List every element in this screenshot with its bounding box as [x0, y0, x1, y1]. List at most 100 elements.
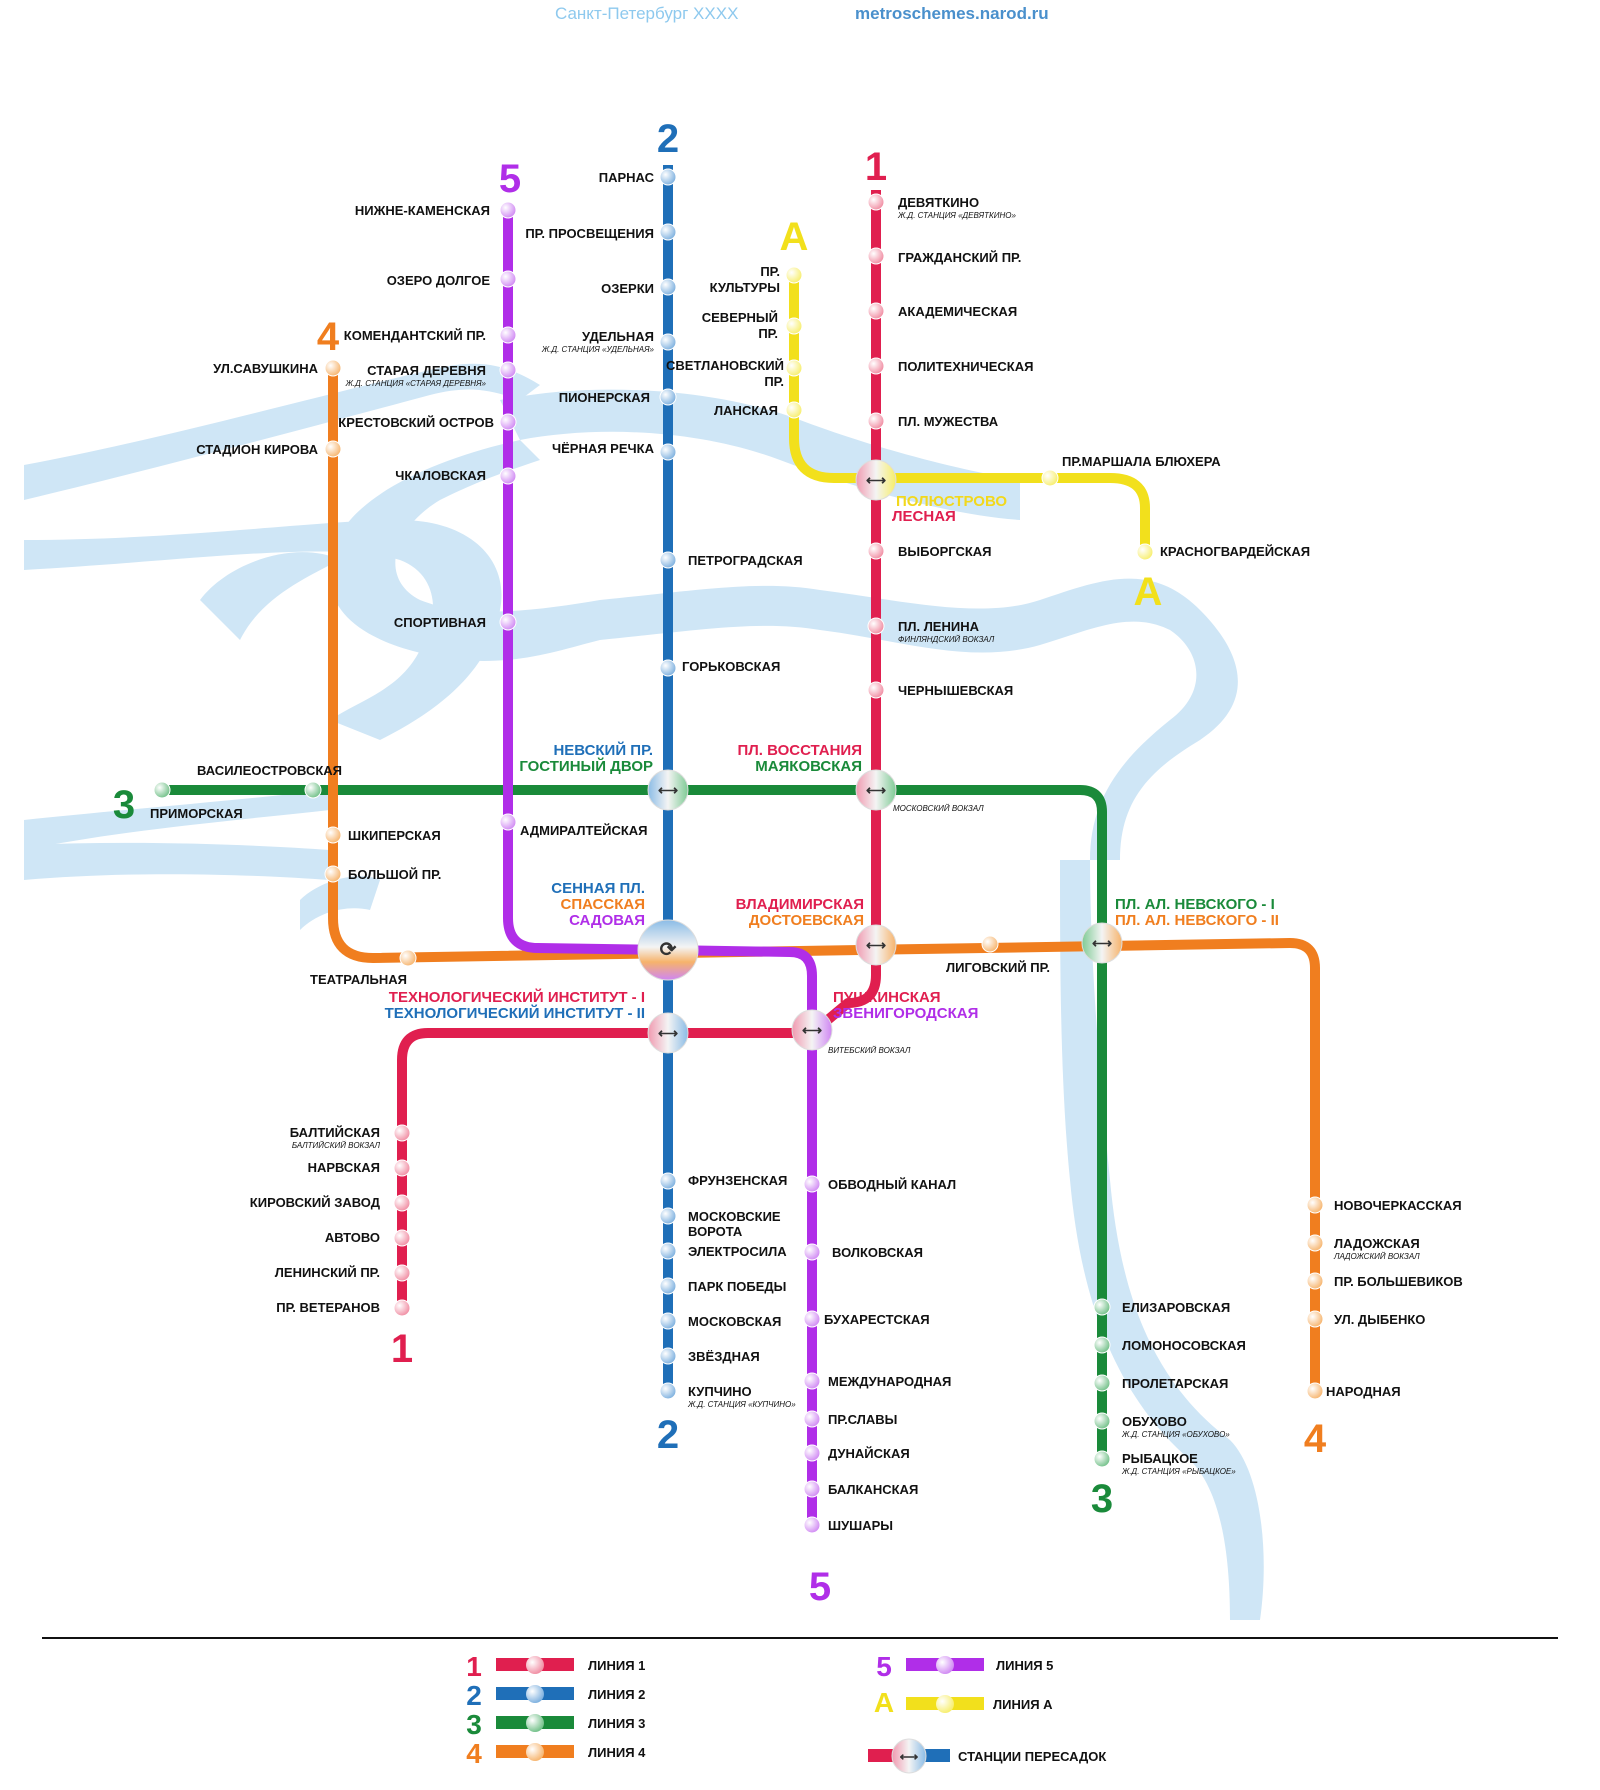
interchange-polyustrovo[interactable]: ⟷	[855, 459, 897, 501]
label-narvskaya: НАРВСКАЯ	[308, 1160, 380, 1175]
station-dot-dybenko[interactable]	[1306, 1310, 1324, 1328]
label-devyatkino-sub: Ж.Д. СТАНЦИЯ «ДЕВЯТКИНО»	[897, 211, 1016, 220]
station-dot-krestovsky[interactable]	[499, 413, 517, 431]
station-dot-ladozhskaya[interactable]	[1306, 1234, 1324, 1252]
station-dot-lomonosovskaya[interactable]	[1093, 1336, 1111, 1354]
station-dot-primorskaya[interactable]	[153, 781, 171, 799]
station-dot-politekh[interactable]	[867, 357, 885, 375]
station-dot-bolshoy[interactable]	[324, 865, 342, 883]
station-dot-severny[interactable]	[785, 317, 803, 335]
station-dot-bukharestskaya[interactable]	[803, 1310, 821, 1328]
interchange-gostiny[interactable]: ⟷	[647, 769, 689, 811]
svg-text:⟷: ⟷	[866, 472, 886, 488]
label-severny-2: ПР.	[758, 326, 778, 341]
station-dot-gorkovskaya[interactable]	[659, 659, 677, 677]
station-dot-avtovo[interactable]	[393, 1229, 411, 1247]
station-dot-chernyshevskaya[interactable]	[867, 681, 885, 699]
legend-num-2: 2	[466, 1680, 482, 1711]
station-dot-svetlanovsky[interactable]	[785, 359, 803, 377]
station-dot-frunzenskaya[interactable]	[659, 1172, 677, 1190]
station-dot-lanskaya[interactable]	[785, 401, 803, 419]
interchange-tekhnologichesky[interactable]: ⟷	[647, 1012, 689, 1054]
station-dot-pionerskaya[interactable]	[659, 388, 677, 406]
station-dot-petrogradskaya[interactable]	[659, 551, 677, 569]
label-balkanskaya: БАЛКАНСКАЯ	[828, 1482, 918, 1497]
station-dots	[153, 168, 1324, 1534]
station-dot-elektrosila[interactable]	[659, 1242, 677, 1260]
interchange-vladimirskaya[interactable]: ⟷	[855, 924, 897, 966]
station-dot-akademicheskaya[interactable]	[867, 302, 885, 320]
station-dot-nizhne[interactable]	[499, 201, 517, 219]
interchange-labels: НЕВСКИЙ ПР. ГОСТИНЫЙ ДВОР ПЛ. ВОССТАНИЯ …	[385, 493, 1279, 1022]
station-dot-vasileostrovskaya[interactable]	[304, 781, 322, 799]
station-dot-muzhestva[interactable]	[867, 412, 885, 430]
station-dot-parnas[interactable]	[659, 168, 677, 186]
station-dot-stadion[interactable]	[324, 440, 342, 458]
station-dot-prosvescheniya[interactable]	[659, 223, 677, 241]
label-ozerki: ОЗЕРКИ	[601, 281, 654, 296]
label-veteranov: ПР. ВЕТЕРАНОВ	[276, 1300, 380, 1315]
station-dot-chkalovskaya[interactable]	[499, 467, 517, 485]
station-dot-narvskaya[interactable]	[393, 1159, 411, 1177]
station-dot-rybatskoe[interactable]	[1093, 1450, 1111, 1468]
station-dot-mosk-vorota[interactable]	[659, 1207, 677, 1225]
interchange-sennaya[interactable]: ⟳	[637, 919, 699, 981]
site-link[interactable]: metroschemes.narod.ru	[855, 4, 1049, 23]
station-dot-ozero[interactable]	[499, 270, 517, 288]
station-dot-blyukhera[interactable]	[1041, 469, 1059, 487]
label-lesnaya: ЛЕСНАЯ	[892, 508, 956, 525]
label-obukhovo-sub: Ж.Д. СТАНЦИЯ «ОБУХОВО»	[1121, 1430, 1230, 1439]
label-devyatkino: ДЕВЯТКИНО	[898, 195, 979, 210]
label-volkovskaya: ВОЛКОВСКАЯ	[832, 1245, 923, 1260]
label-rybatskoe-sub: Ж.Д. СТАНЦИЯ «РЫБАЦКОЕ»	[1121, 1467, 1236, 1476]
station-dot-dunayskaya[interactable]	[803, 1444, 821, 1462]
station-dot-novocherkasskaya[interactable]	[1306, 1196, 1324, 1214]
label-sportivnaya: СПОРТИВНАЯ	[394, 615, 486, 630]
station-dot-komendantsky[interactable]	[499, 326, 517, 344]
station-dot-udelnaya[interactable]	[659, 333, 677, 351]
station-dot-devyatkino[interactable]	[867, 193, 885, 211]
station-dot-ligovsky[interactable]	[981, 935, 999, 953]
station-dot-obvodny[interactable]	[803, 1175, 821, 1193]
station-dot-shushary[interactable]	[803, 1516, 821, 1534]
label-krestovsky: КРЕСТОВСКИЙ ОСТРОВ	[338, 415, 494, 430]
station-dot-kirovsky[interactable]	[393, 1194, 411, 1212]
label-politekh: ПОЛИТЕХНИЧЕСКАЯ	[898, 359, 1033, 374]
station-dot-obukhovo[interactable]	[1093, 1412, 1111, 1430]
station-dot-bolshevikov[interactable]	[1306, 1272, 1324, 1290]
station-dot-chernaya[interactable]	[659, 443, 677, 461]
station-dot-moskovskaya[interactable]	[659, 1312, 677, 1330]
station-dot-zvezdnaya[interactable]	[659, 1347, 677, 1365]
station-dot-slavy[interactable]	[803, 1410, 821, 1428]
station-dot-shkiperskaya[interactable]	[324, 826, 342, 844]
station-dot-kultury[interactable]	[785, 266, 803, 284]
legend-dot-2	[526, 1685, 544, 1703]
station-dot-krasnogvardeyskaya[interactable]	[1136, 543, 1154, 561]
station-dot-savushkina[interactable]	[324, 359, 342, 377]
station-dot-baltiyskaya[interactable]	[393, 1124, 411, 1142]
station-dot-admiralteyskaya[interactable]	[499, 813, 517, 831]
station-dot-leninsky[interactable]	[393, 1264, 411, 1282]
station-dot-grazhdansky[interactable]	[867, 247, 885, 265]
station-dot-mezhdunarodnaya[interactable]	[803, 1372, 821, 1390]
station-dot-elizarovskaya[interactable]	[1093, 1298, 1111, 1316]
interchange-nevskogo[interactable]: ⟷	[1081, 922, 1123, 964]
station-dot-narodnaya[interactable]	[1306, 1382, 1324, 1400]
station-dot-ozerki[interactable]	[659, 278, 677, 296]
station-dot-sportivnaya[interactable]	[499, 613, 517, 631]
station-dot-proletarskaya[interactable]	[1093, 1374, 1111, 1392]
station-dot-kupchino[interactable]	[659, 1382, 677, 1400]
station-dot-volkovskaya[interactable]	[803, 1243, 821, 1261]
station-dot-balkanskaya[interactable]	[803, 1480, 821, 1498]
label-spasskaya: СПАССКАЯ	[560, 896, 645, 913]
interchange-pushkinskaya[interactable]: ⟷	[791, 1009, 833, 1051]
station-dot-teatralnaya[interactable]	[399, 949, 417, 967]
station-dot-staraya[interactable]	[499, 361, 517, 379]
interchange-vosstaniya[interactable]: ⟷	[855, 769, 897, 811]
station-dot-park-pobedy[interactable]	[659, 1277, 677, 1295]
legend-dot-a	[936, 1695, 954, 1713]
station-dot-vyborgskaya[interactable]	[867, 542, 885, 560]
station-dot-veteranov[interactable]	[393, 1299, 411, 1317]
station-dot-lenina[interactable]	[867, 617, 885, 635]
label-kultury-2: КУЛЬТУРЫ	[710, 280, 780, 295]
